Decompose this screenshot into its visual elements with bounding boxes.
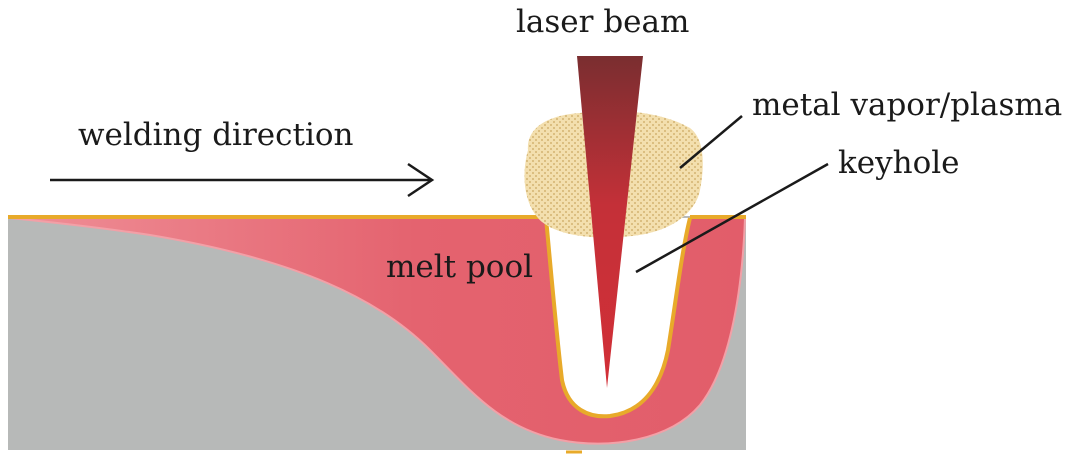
keyhole-wall [544,217,692,419]
laser-beam-label: laser beam [516,4,690,40]
welding-direction-label: welding direction [78,117,354,153]
welding-direction-arrow-head [407,162,435,198]
vapor-plasma-label: metal vapor/plasma [752,87,1063,123]
keyhole-leader-line [635,162,829,274]
keyhole-label: keyhole [838,145,960,181]
melt-pool-label: melt pool [386,249,534,285]
melt-pool [10,218,745,444]
vapor-leader-line [679,115,743,169]
keyhole [546,218,690,417]
laser-beam [577,56,643,388]
melt-pool-boundary [9,217,746,445]
